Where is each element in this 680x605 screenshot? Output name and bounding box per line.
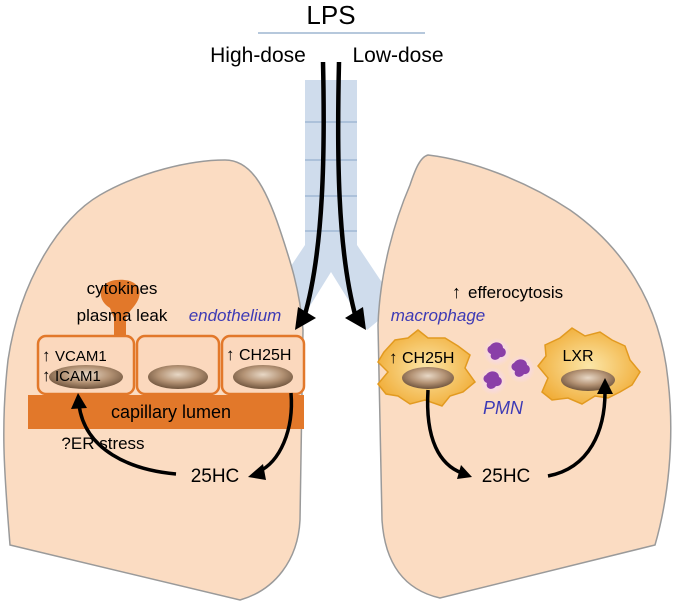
- low-dose-label: Low-dose: [352, 44, 443, 67]
- capillary-lumen: [28, 395, 304, 429]
- icam-up-arrow: ↑: [42, 366, 51, 385]
- efferocytosis-up-arrow: ↑: [452, 282, 461, 302]
- nucleus-1: [49, 365, 123, 389]
- ch25h-to-25hc-right-arrowhead: [457, 465, 472, 479]
- icam-label: ICAM1: [55, 368, 101, 385]
- macrophage-label: macrophage: [391, 306, 486, 325]
- 25hc-to-lxr-arrowhead: [597, 378, 613, 394]
- ch25h-to-25hc-arrow: [257, 392, 294, 474]
- nucleus-3: [233, 365, 293, 389]
- ch25h-right-up-arrow: ↑: [389, 348, 398, 367]
- lps-title: LPS: [306, 0, 355, 30]
- high-dose-arrowhead: [295, 307, 316, 330]
- capillary-lumen-label: capillary lumen: [111, 402, 231, 422]
- ch25h-to-25hc-right-arrow: [425, 389, 463, 475]
- er-stress-label: ?ER stress: [61, 434, 144, 453]
- macrophage-nucleus-1: [402, 367, 454, 389]
- left-25hc-label: 25HC: [191, 466, 240, 487]
- high-dose-arrow: [301, 61, 326, 319]
- ch25h-to-25hc-arrowhead: [248, 464, 266, 480]
- pmn-cell-1: [487, 342, 506, 360]
- plasma-leak-label: plasma leak: [77, 306, 168, 325]
- right-25hc-label: 25HC: [482, 466, 531, 487]
- endothelium-label: endothelium: [189, 306, 282, 325]
- ch25h-right-label: CH25H: [402, 350, 454, 367]
- low-dose-arrowhead: [345, 307, 366, 330]
- ch25h-left-up-arrow: ↑: [226, 345, 235, 364]
- plasma-leak-blob: [100, 279, 140, 352]
- ch25h-left-label: CH25H: [239, 347, 291, 364]
- 25hc-to-endothelium-arrow: [77, 404, 177, 476]
- 25hc-to-lxr-arrow: [547, 391, 607, 478]
- lxr-label: LXR: [562, 348, 593, 365]
- vcam-up-arrow: ↑: [42, 346, 51, 365]
- efferocytosis-label: efferocytosis: [468, 283, 563, 302]
- vcam-label: VCAM1: [55, 348, 107, 365]
- endothelium-group: [28, 279, 306, 429]
- pmn-cluster: [479, 338, 535, 395]
- 25hc-to-endothelium-arrowhead: [71, 393, 87, 409]
- high-dose-label: High-dose: [210, 44, 306, 67]
- low-dose-arrow: [335, 61, 359, 319]
- pmn-cell-2: [511, 359, 530, 377]
- pmn-label: PMN: [483, 398, 524, 418]
- pmn-cell-3: [483, 371, 502, 389]
- nucleus-2: [148, 365, 208, 389]
- cytokines-label: cytokines: [87, 279, 158, 298]
- macrophage-cell-2: [537, 327, 641, 405]
